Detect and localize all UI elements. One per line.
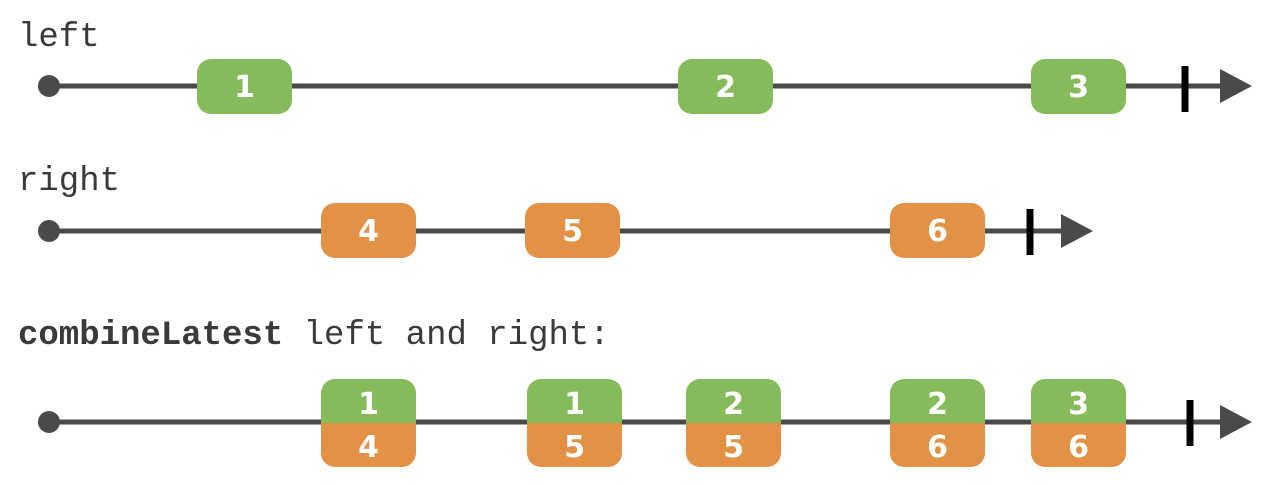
combined-event-marble: 3 6	[1031, 379, 1126, 467]
left-event-marble: 3	[1031, 59, 1126, 114]
combined-event-marble: 2 5	[686, 379, 781, 467]
operator-name: combineLatest	[18, 317, 283, 355]
combined-event-4-bottom-box	[890, 423, 985, 467]
combined-event-3-left-value: 2	[723, 387, 744, 422]
combined-event-5-bottom-box	[1031, 423, 1126, 467]
combined-event-1-right-value: 4	[358, 430, 379, 465]
left-arrowhead-icon	[1220, 69, 1252, 103]
combined-event-5-top-box	[1031, 379, 1126, 423]
combined-event-5-left-value: 3	[1068, 387, 1089, 422]
right-event-marble: 5	[525, 203, 620, 258]
left-stream: left 1 2 3	[18, 19, 1252, 114]
right-stream-label: right	[18, 163, 120, 201]
combined-event-marble: 1 5	[527, 379, 622, 467]
combined-event-3-right-value: 5	[723, 430, 744, 465]
right-stream: right 4 5 6	[18, 163, 1093, 258]
combined-event-5-right-value: 6	[1068, 430, 1089, 465]
right-arrowhead-icon	[1061, 214, 1093, 248]
combined-event-2-right-value: 5	[564, 430, 585, 465]
right-event-6-box	[890, 203, 985, 258]
right-event-6-value: 6	[927, 214, 948, 249]
combined-event-1-bottom-box	[321, 423, 416, 467]
left-start-dot	[38, 75, 60, 97]
combined-event-1-left-value: 1	[358, 387, 379, 422]
combined-event-4-top-box	[890, 379, 985, 423]
right-event-marble: 4	[321, 203, 416, 258]
combined-event-4-left-value: 2	[927, 387, 948, 422]
right-event-marble: 6	[890, 203, 985, 258]
right-event-5-box	[525, 203, 620, 258]
combined-event-marble: 1 4	[321, 379, 416, 467]
combined-event-2-top-box	[527, 379, 622, 423]
combined-start-dot	[38, 411, 60, 433]
combined-stream: combineLatest left and right: 1 4	[18, 317, 1252, 467]
combined-event-marble: 2 6	[890, 379, 985, 467]
combined-event-3-bottom-box	[686, 423, 781, 467]
combined-event-3-top-box	[686, 379, 781, 423]
combined-stream-label: combineLatest left and right:	[18, 317, 610, 355]
combined-event-2-left-value: 1	[564, 387, 585, 422]
left-event-3-value: 3	[1068, 70, 1089, 105]
left-event-2-value: 2	[715, 70, 736, 105]
combined-event-1-top-box	[321, 379, 416, 423]
right-event-5-value: 5	[562, 214, 583, 249]
left-event-marble: 1	[197, 59, 292, 114]
left-event-1-box	[197, 59, 292, 114]
right-start-dot	[38, 220, 60, 242]
combined-event-2-bottom-box	[527, 423, 622, 467]
right-event-4-value: 4	[358, 214, 379, 249]
left-event-3-box	[1031, 59, 1126, 114]
left-stream-label: left	[18, 19, 100, 57]
left-event-marble: 2	[678, 59, 773, 114]
right-event-4-box	[321, 203, 416, 258]
left-event-1-value: 1	[234, 70, 255, 105]
left-event-2-box	[678, 59, 773, 114]
combined-arrowhead-icon	[1220, 405, 1252, 439]
combined-event-4-right-value: 6	[927, 430, 948, 465]
